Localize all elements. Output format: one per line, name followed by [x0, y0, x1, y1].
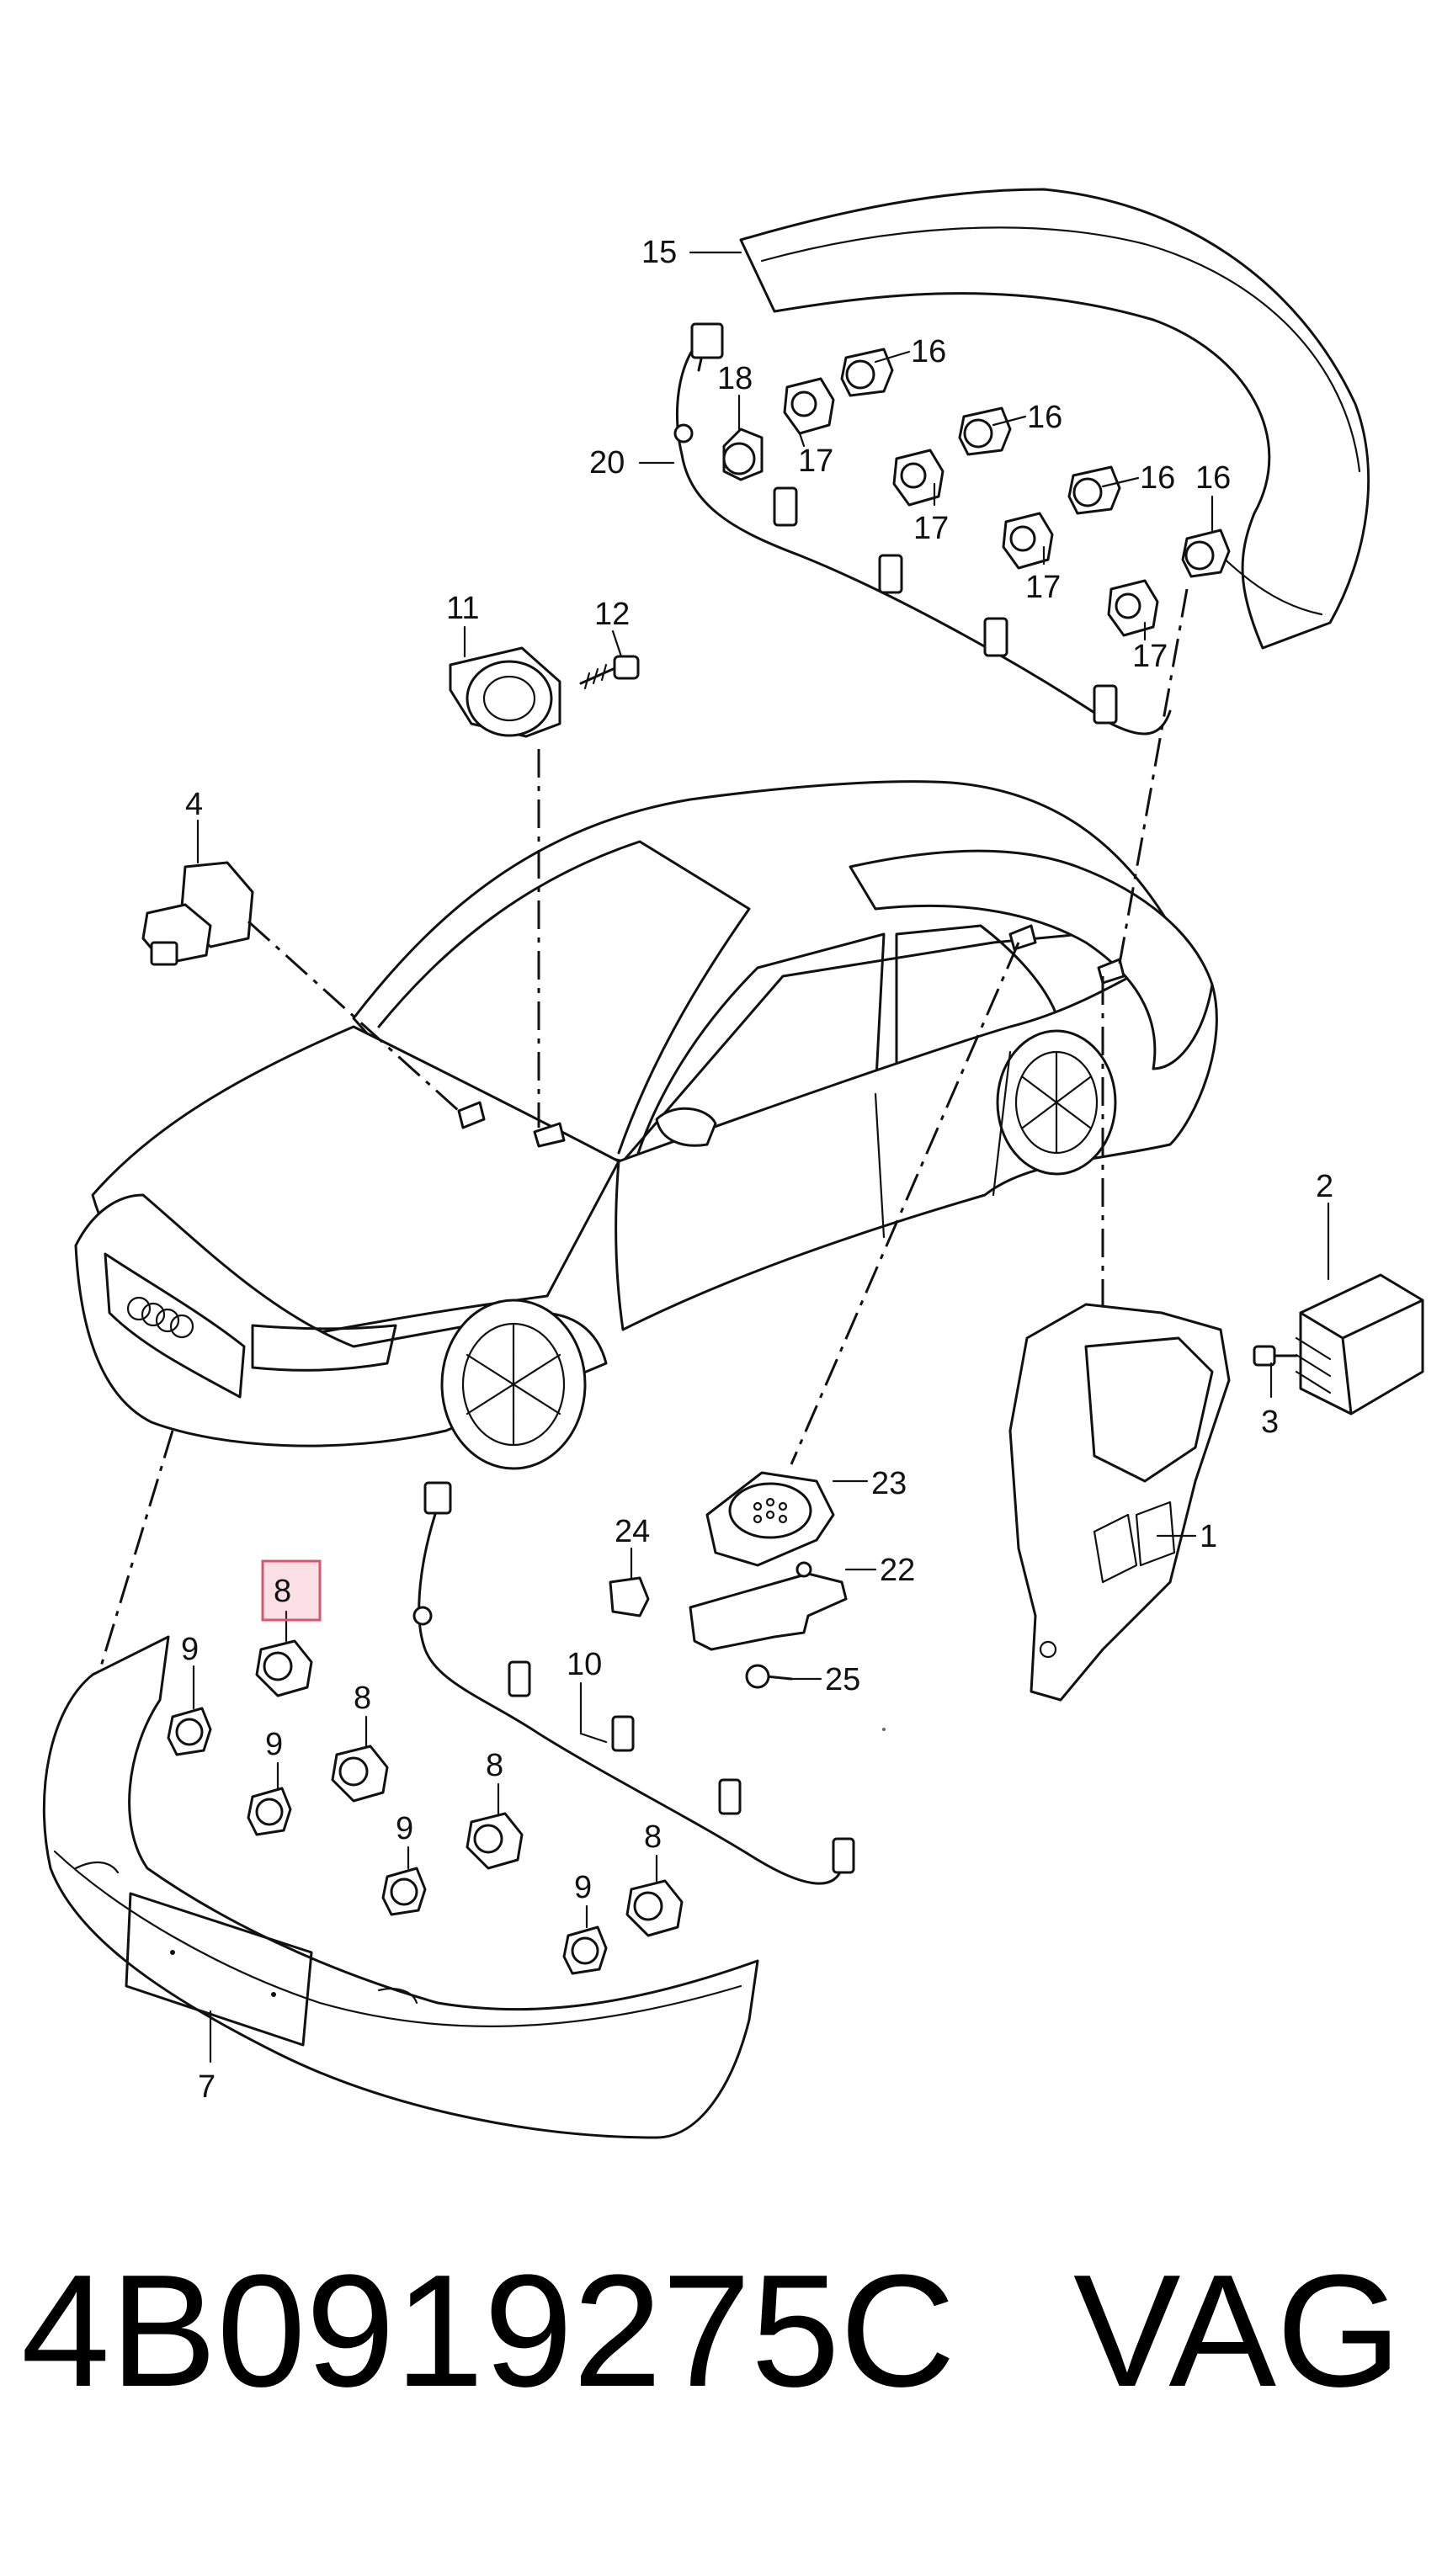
callout-15: 15 — [641, 235, 677, 270]
callout-16: 16 — [1195, 460, 1231, 496]
callout-17: 17 — [798, 443, 833, 479]
buzzer-23 — [705, 1471, 835, 1567]
callout-8: 8 — [354, 1681, 371, 1716]
callout-9: 9 — [265, 1727, 283, 1762]
callout-9: 9 — [181, 1632, 199, 1667]
callout-8: 8 — [486, 1748, 503, 1783]
callout-16: 16 — [1140, 460, 1175, 496]
bolt-25 — [745, 1664, 793, 1689]
callout-labels: 15 16 16 16 16 18 17 17 17 17 20 11 12 4… — [181, 235, 1333, 2105]
front-sensor-wiring-harness — [412, 1481, 855, 1885]
callout-16: 16 — [1027, 400, 1062, 435]
callout-22: 22 — [880, 1553, 915, 1588]
callout-11: 11 — [446, 591, 479, 626]
rear-sensor-wiring-harness — [673, 322, 1172, 736]
bolt-12 — [579, 655, 640, 690]
leader-lines — [99, 588, 1189, 1667]
callout-leaders — [192, 251, 1330, 2063]
rear-sensor-18 — [722, 428, 764, 481]
mounting-bracket-1 — [1008, 1303, 1231, 1702]
callout-8: 8 — [644, 1819, 662, 1855]
callout-9: 9 — [574, 1870, 592, 1905]
bolt-3 — [1253, 1345, 1298, 1367]
rear-sensor-brackets-16 — [840, 348, 1231, 578]
bracket-22 — [689, 1561, 848, 1651]
highlighted-callout-box — [261, 1559, 322, 1622]
part-number: 4B0919275C — [21, 2242, 955, 2420]
callout-7: 7 — [198, 2069, 216, 2105]
footer: 4B0919275C VAG — [21, 2242, 1402, 2420]
callout-3: 3 — [1261, 1405, 1279, 1440]
callout-4: 4 — [185, 787, 203, 822]
brand-name: VAG — [1073, 2242, 1402, 2420]
callout-2: 2 — [1316, 1169, 1333, 1204]
callout-9: 9 — [396, 1811, 413, 1846]
callout-20: 20 — [589, 445, 625, 481]
callout-17: 17 — [1025, 570, 1061, 605]
control-unit-2 — [1295, 1273, 1424, 1415]
callout-18: 18 — [717, 361, 753, 396]
callout-24: 24 — [615, 1514, 650, 1549]
rear-buzzer-11 — [449, 646, 561, 738]
rear-sensors-17 — [783, 377, 1159, 637]
callout-12: 12 — [594, 597, 630, 632]
callout-23: 23 — [871, 1466, 907, 1501]
callout-16: 16 — [911, 334, 946, 369]
callout-10: 10 — [567, 1647, 602, 1682]
callout-1: 1 — [1200, 1519, 1217, 1554]
stray-dot — [882, 1728, 886, 1731]
car-body — [74, 780, 1218, 1470]
front-sensor-brackets-9 — [167, 1707, 608, 1975]
switch-4 — [141, 861, 254, 966]
callout-17: 17 — [1132, 639, 1168, 674]
callout-8-highlighted: 8 — [274, 1574, 291, 1609]
clip-24 — [609, 1576, 650, 1617]
callout-25: 25 — [825, 1662, 860, 1697]
front-bumper-cover — [42, 1635, 759, 2139]
callout-17: 17 — [913, 511, 949, 546]
front-sensors-8 — [255, 1639, 684, 1937]
